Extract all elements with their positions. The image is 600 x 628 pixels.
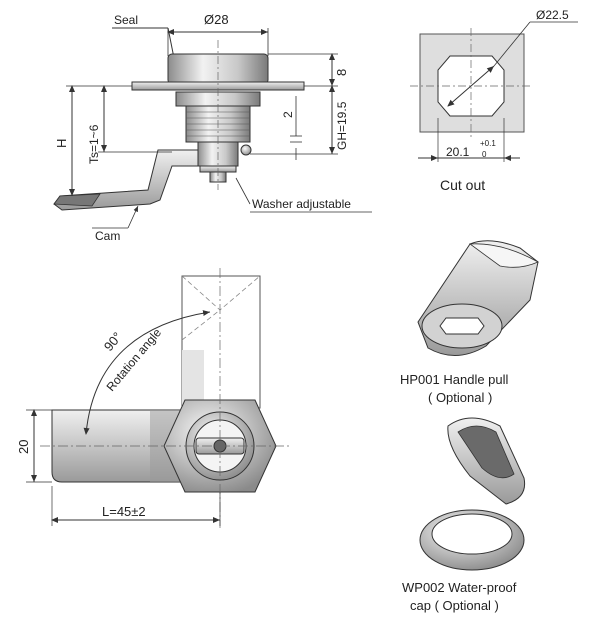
seal-label: Seal	[114, 13, 138, 27]
handle-pull-caption-line1: HP001 Handle pull	[400, 372, 509, 387]
cap-caption-line2: cap ( Optional )	[410, 598, 499, 613]
arrowhead	[431, 155, 438, 161]
cap-ring-inner	[431, 513, 513, 555]
handle-pull-hole	[439, 317, 485, 335]
gh-label: GH=19.5	[335, 101, 349, 150]
rotation-arc	[83, 310, 211, 435]
cutout-tol-upper: +0.1	[480, 139, 496, 148]
cap-caption-line1: WP002 Water-proof	[402, 580, 517, 595]
ghost-shading	[182, 350, 204, 408]
cutout-tol-lower: 0	[482, 150, 487, 159]
cutout-width-label: 20.1	[446, 145, 470, 159]
lock-top-view: 90° Rotation angle 20 L=45±2	[16, 268, 290, 528]
lock-side-view: Seal Ø28	[53, 12, 372, 243]
handle-pull-caption-line2: ( Optional )	[428, 390, 492, 405]
waterproof-cap-view: WP002 Water-proof cap ( Optional )	[402, 417, 526, 613]
angle-label: 90°	[101, 329, 125, 354]
ts-label: Ts=1~6	[87, 124, 101, 164]
cam-label: Cam	[95, 229, 120, 243]
cutout-diameter-line	[447, 65, 495, 107]
cutout-diameter-label: Ø22.5	[536, 8, 569, 22]
h-label: H	[54, 139, 69, 148]
cam-leader-arrow	[127, 205, 139, 229]
diameter-28-label: Ø28	[204, 12, 229, 27]
washer-label: Washer adjustable	[252, 197, 351, 211]
washer-leader	[235, 177, 251, 205]
cap-lid-inner	[457, 425, 515, 479]
flange-dim-label: 8	[334, 69, 349, 76]
cam-tip	[53, 193, 101, 207]
handle-pull-lip	[468, 243, 539, 268]
arrowhead	[504, 155, 511, 161]
handle-pull-view: HP001 Handle pull ( Optional )	[400, 240, 539, 405]
height-20-label: 20	[16, 440, 31, 454]
detent-spring	[240, 144, 252, 156]
length-label: L=45±2	[102, 504, 146, 519]
cutout-diameter-leader	[493, 21, 531, 67]
step-dim-label: 2	[281, 111, 295, 118]
cutout-view: Ø22.5 20.1 +0.1 0 Cut out	[410, 8, 578, 193]
cutout-caption: Cut out	[440, 177, 485, 193]
